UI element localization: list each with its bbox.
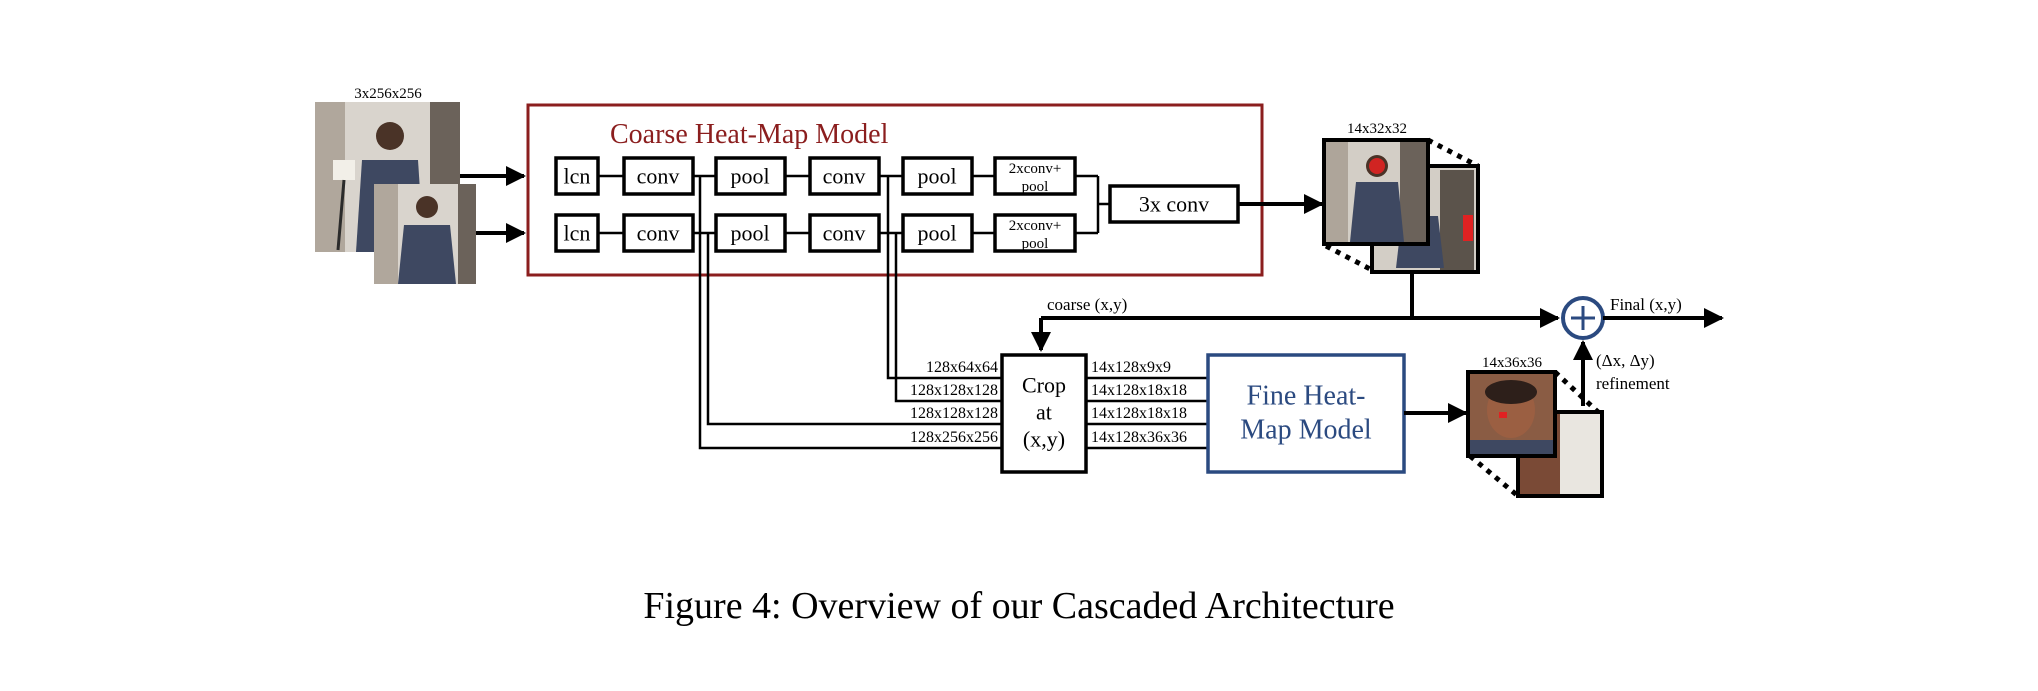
conv-box-top-1 [622,156,695,196]
conv-label-bottom-1: conv [637,221,680,246]
coarse-row-top: lcn conv pool conv pool 2xconv+ pool [554,156,1077,196]
crop-box [1000,353,1088,474]
conv-box-top-2 [808,156,881,196]
pool-label-bottom-1: pool [730,221,769,246]
crop-label-3: (x,y) [1023,427,1065,452]
final-xy-label: Final (x,y) [1610,295,1682,314]
merge-conv-label: 3x conv [1139,192,1209,217]
conv-pool-box-top [993,156,1077,196]
conv-pool-box-bottom [993,213,1077,253]
input-frame-front [374,184,476,284]
conv-pool-label-bottom-2: pool [1022,236,1049,252]
conv-label-top-1: conv [637,164,680,189]
coarse-heatmap-front [1322,138,1430,246]
crop-label-2: at [1036,400,1052,425]
crop-input-label-2: 128x128x128 [910,382,998,399]
lcn-box-bottom [554,213,600,253]
crop-output-wires [1086,376,1208,450]
refinement-label-1: (Δx, Δy) [1596,351,1655,370]
crop-output-label-1: 14x128x9x9 [1091,359,1171,376]
pool-label-bottom-2: pool [917,221,956,246]
conv-pool-label-top-2: pool [1022,179,1049,195]
coarse-row-bottom: lcn conv pool conv pool 2xconv+ pool [554,213,1077,253]
crop-output-label-2: 14x128x18x18 [1091,382,1187,399]
crop-output-label-4: 14x128x36x36 [1091,429,1187,446]
lcn-label-top: lcn [564,164,591,189]
fine-heatmap-front [1466,370,1557,458]
crop-output-label-3: 14x128x18x18 [1091,405,1187,422]
pool-box-bottom-2 [901,213,974,253]
pool-box-bottom-1 [714,213,787,253]
pool-label-top-1: pool [730,164,769,189]
skip-connections [698,176,1002,450]
pool-box-top-1 [714,156,787,196]
coarse-model-title: Coarse Heat-Map Model [610,119,889,150]
lcn-label-bottom: lcn [564,221,591,246]
crop-input-label-3: 128x128x128 [910,405,998,422]
pool-label-top-2: pool [917,164,956,189]
lcn-box-top [554,156,600,196]
refinement-label-2: refinement [1596,374,1670,393]
coarse-output-dots-bottom [1324,243,1374,273]
fine-output-dots-top [1553,370,1600,414]
fine-model-label-2: Map Model [1240,415,1372,446]
conv-label-bottom-2: conv [823,221,866,246]
conv-pool-label-bottom-1: 2xconv+ [1009,218,1062,234]
crop-label-1: Crop [1022,373,1066,398]
coarse-output-dims: 14x32x32 [1347,121,1407,137]
conv-label-top-2: conv [823,164,866,189]
fine-output-dots-bottom [1468,454,1520,498]
conv-box-bottom-1 [622,213,695,253]
fine-model-box [1206,353,1406,474]
fine-model-label-1: Fine Heat- [1247,381,1366,412]
conv-pool-label-top-1: 2xconv+ [1009,161,1062,177]
coarse-xy-label: coarse (x,y) [1047,295,1127,314]
pool-box-top-2 [901,156,974,196]
conv-box-bottom-2 [808,213,881,253]
fine-output-dims: 14x36x36 [1482,355,1543,371]
crop-input-label-1: 128x64x64 [926,359,998,376]
figure-caption: Figure 4: Overview of our Cascaded Archi… [643,585,1394,627]
input-dims-label: 3x256x256 [354,86,422,102]
crop-input-label-4: 128x256x256 [910,429,998,446]
coarse-output-dots-top [1426,137,1480,169]
coarse-model-wires [598,174,1110,235]
